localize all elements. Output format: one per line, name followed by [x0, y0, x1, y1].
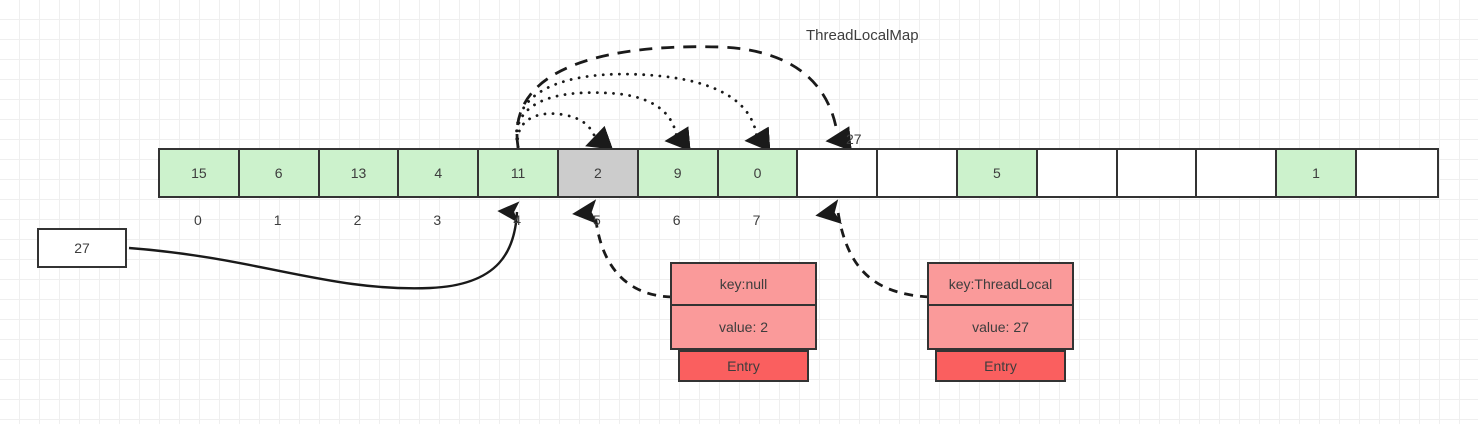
threadlocalmap-array: 15 6 13 4 11 2 9 0 5 1: [158, 148, 1439, 198]
array-cell-14[interactable]: 1: [1277, 150, 1357, 196]
connector-entry2-to-index8: [815, 199, 930, 299]
array-index-5: 5: [592, 212, 601, 228]
page-title: ThreadLocalMap: [806, 27, 919, 44]
array-cell-0[interactable]: 15: [160, 150, 240, 196]
probe-arc-4-to-8: [515, 45, 852, 152]
pointer-value-label: 27: [846, 131, 862, 147]
probe-arc-4-to-5: [516, 112, 614, 150]
probe-arc-4-to-7: [515, 72, 771, 152]
array-cell-15[interactable]: [1356, 150, 1437, 196]
array-index-2: 2: [353, 212, 362, 228]
array-cell-3[interactable]: 4: [399, 150, 480, 196]
array-cell-7[interactable]: 0: [718, 150, 799, 196]
array-index-3: 3: [433, 212, 442, 228]
array-cell-2[interactable]: 13: [319, 150, 400, 196]
entry-2-label: Entry: [935, 350, 1066, 382]
entry-1-key: key:null: [672, 264, 815, 306]
entry-1-label: Entry: [678, 350, 809, 382]
array-cell-9[interactable]: [878, 150, 958, 196]
array-cell-10[interactable]: 5: [957, 150, 1038, 196]
entry-2-value: value: 27: [972, 319, 1029, 335]
probe-arc-4-to-6: [515, 91, 691, 152]
entry-node-live: key:ThreadLocal value: 27 Entry: [927, 262, 1074, 382]
array-index-7: 7: [752, 212, 761, 228]
array-cell-6[interactable]: 9: [638, 150, 719, 196]
entry-node-stale: key:null value: 2 Entry: [670, 262, 817, 382]
array-cell-11[interactable]: [1037, 150, 1118, 196]
array-cell-1[interactable]: 6: [239, 150, 320, 196]
array-index-0: 0: [194, 212, 202, 228]
entry-1-kv: key:null value: 2: [670, 262, 817, 350]
array-cell-13[interactable]: [1197, 150, 1278, 196]
array-index-6: 6: [672, 212, 681, 228]
hash-value-box: 27: [37, 228, 127, 268]
array-index-labels: 0 1 2 3 4 5 6 7: [158, 212, 796, 232]
array-cell-4[interactable]: 11: [479, 150, 559, 196]
array-index-1: 1: [273, 212, 282, 228]
array-cell-5[interactable]: 2: [558, 150, 639, 196]
array-cell-12[interactable]: [1117, 150, 1198, 196]
entry-2-kv: key:ThreadLocal value: 27: [927, 262, 1074, 350]
entry-1-value: value: 2: [718, 319, 769, 335]
array-cell-8[interactable]: [798, 150, 879, 196]
entry-2-key: key:ThreadLocal: [929, 264, 1072, 306]
array-index-4: 4: [513, 212, 521, 228]
